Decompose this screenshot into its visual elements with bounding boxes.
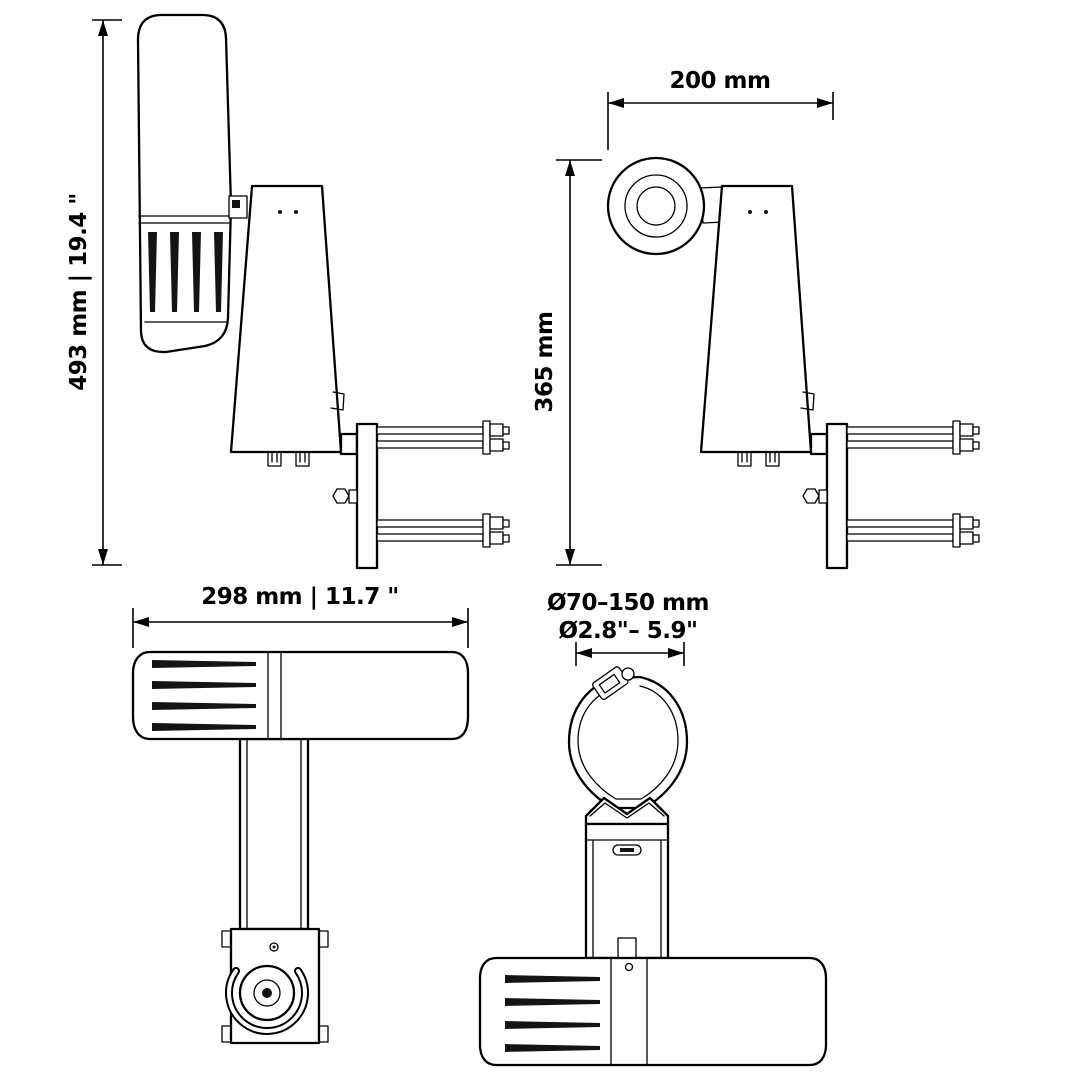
u-bolt-lower: [376, 513, 510, 548]
grille-slots-top: [152, 660, 256, 731]
dim-label-clamp-imperial: Ø2.8"– 5.9": [558, 618, 697, 644]
hex-bolt-right: [802, 488, 828, 504]
clamp-knob: [225, 964, 309, 1035]
pole-mount-side: [332, 420, 510, 570]
view-bottom-clamp: Ø70–150 mm Ø2.8"– 5.9": [478, 590, 828, 1067]
dim-clamp-diameter: Ø70–150 mm Ø2.8"– 5.9": [547, 590, 710, 666]
mounting-bracket-side: [229, 184, 345, 467]
bracket-bottom-body: [584, 822, 670, 960]
strap-pin: [621, 667, 635, 681]
u-bolt-upper-right: [846, 420, 980, 455]
mount-column-top: [238, 737, 310, 931]
speaker-side-body: [136, 13, 233, 354]
dim-label-width-200: 200 mm: [670, 68, 771, 94]
grille-slots-bottom: [505, 975, 600, 1052]
u-bolt-upper: [376, 420, 510, 455]
speaker-bottom-body: [478, 956, 828, 1067]
dim-label-width-298: 298 mm | 11.7 ": [201, 584, 399, 610]
grille-slots-side: [148, 232, 223, 312]
pole-strap: [567, 666, 689, 810]
dim-width-298: 298 mm | 11.7 ": [132, 584, 469, 648]
dim-label-height-left: 493 mm | 19.4 ": [66, 193, 92, 391]
view-side-right: 200 mm 365 mm: [532, 68, 980, 570]
dim-height-493: 493 mm | 19.4 ": [66, 19, 122, 566]
view-side-left: 493 mm | 19.4 ": [66, 13, 510, 570]
speaker-bracket-joint: [228, 195, 248, 219]
hex-bolt: [332, 488, 358, 504]
u-bolt-lower-right: [846, 513, 980, 548]
clamp-plate-top: [221, 927, 329, 1045]
dim-height-365: 365 mm: [532, 159, 602, 566]
view-top: 298 mm | 11.7 ": [131, 584, 470, 1045]
pole-mount-side-right: [802, 420, 980, 570]
speaker-rear-circle: [606, 156, 706, 256]
dim-width-200: 200 mm: [607, 68, 834, 150]
mounting-bracket-side-right: [699, 184, 815, 467]
dim-label-height-365: 365 mm: [532, 312, 558, 413]
speaker-top-body: [131, 650, 470, 741]
dim-label-clamp-metric: Ø70–150 mm: [547, 590, 709, 616]
